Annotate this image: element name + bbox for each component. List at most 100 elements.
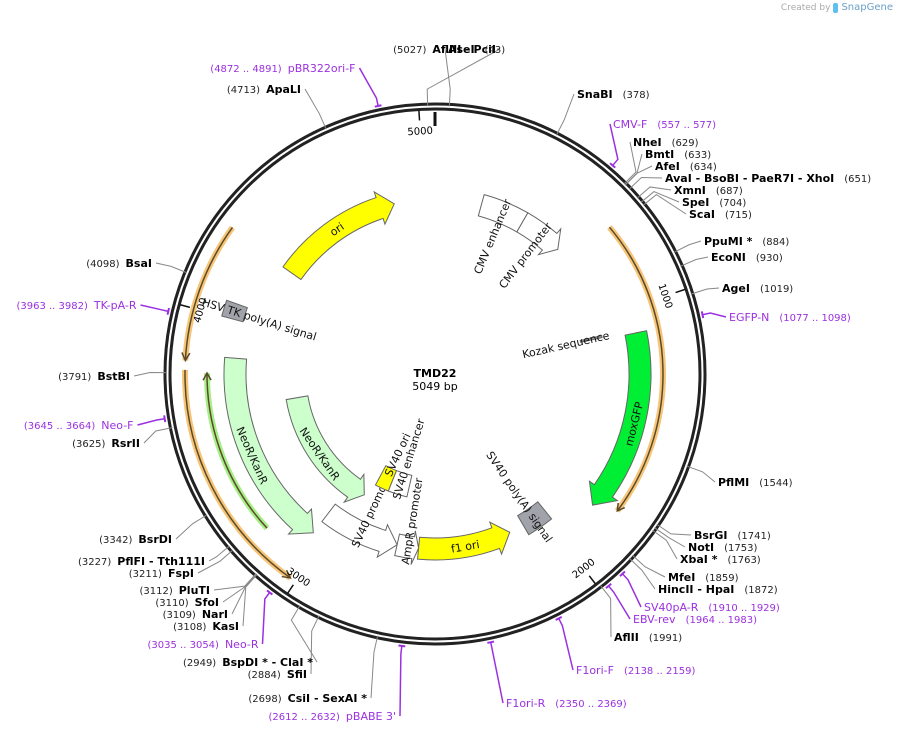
primer-neo-r[interactable]: (3035 .. 3054)Neo-R [148,589,274,651]
feature-neor-kanr[interactable]: NeoR/KanR [223,356,314,535]
label-position: (4098) [86,259,119,270]
svg-text:AgeI(1019): AgeI(1019) [722,282,793,295]
orf-arrow-green[interactable] [202,371,270,531]
enzyme-pflmi[interactable]: PflMI(1544) [686,465,793,489]
svg-text:F1ori-R(2350 .. 2369): F1ori-R(2350 .. 2369) [506,697,627,710]
backbone-outer [163,102,707,646]
label-position: (2949) [183,658,216,669]
feature-arrow[interactable] [516,212,562,256]
label-name: BsrDI [138,533,172,546]
svg-text:XbaI *(1763): XbaI *(1763) [680,553,761,566]
enzyme-econi[interactable]: EcoNI(930) [680,251,783,267]
label-position: (378) [623,90,650,101]
feature-neor-kanr[interactable]: NeoR/KanR [285,395,365,504]
label-position: (4872 .. 4891) [210,64,282,75]
primer-pbabe-3[interactable]: (2612 .. 2632)pBABE 3' [269,644,406,723]
enzyme-bstbi[interactable]: (3791)BstBI [58,370,168,383]
svg-text:AflII(1991): AflII(1991) [614,631,682,644]
enzyme-sfoi[interactable]: (3110) SfoI [155,573,257,609]
enzyme-xmni[interactable]: XmnI(687) [636,184,743,199]
enzyme-afei[interactable]: AfeI(634) [624,160,717,186]
primer-f1ori-r[interactable]: F1ori-R(2350 .. 2369) [487,640,627,710]
feature-kozak-sequence[interactable]: Kozak sequence [521,329,611,361]
feature-arrow[interactable] [588,330,652,506]
enzyme-bsrgi[interactable]: BsrGI(1741) [656,523,771,542]
svg-text:PflMI(1544): PflMI(1544) [718,476,793,489]
label-position: (930) [756,253,783,264]
enzyme-rsrii[interactable]: (3625)RsrII [72,427,173,450]
primer-f1ori-f[interactable]: F1ori-F(2138 .. 2159) [555,616,696,677]
feature-arrow[interactable] [579,334,603,343]
backbone-inner [168,107,702,641]
enzyme-aflii[interactable]: AflII(1991) [599,584,682,644]
enzyme-csii-sexai[interactable]: (2698)CsiI - SexAI * [248,635,379,705]
enzyme-bspdi-clai[interactable]: (2949)BspDI * - ClaI * [183,605,318,669]
label-position: (1741) [737,531,770,542]
label-position: (3963 .. 3982) [16,301,88,312]
svg-text:(3035 .. 3054)Neo-R: (3035 .. 3054)Neo-R [148,638,259,651]
feature-arrow[interactable] [285,395,365,504]
orf-arrow[interactable] [181,225,235,363]
feature-arrow[interactable] [516,501,553,536]
label-position: (1019) [760,284,793,295]
label-name: HincII - HpaI [658,583,734,596]
enzyme-pflfi-tth111i[interactable]: (3227)PflFI - Tth111I [78,545,230,568]
enzyme-agei[interactable]: AgeI(1019) [690,282,793,295]
label-name: F1ori-F [576,664,614,677]
label-name: SV40pA-R [644,601,699,614]
primer-sv40pa-r[interactable]: SV40pA-R(1910 .. 1929) [619,570,780,614]
enzyme-hincii-hpai[interactable]: HincII - HpaI (1872) [629,558,778,596]
orf-arrow[interactable] [182,369,293,581]
label-position: (3110) [155,598,188,609]
primer-neo-f[interactable]: (3645 .. 3664)Neo-F [24,415,167,432]
enzyme-ppumi[interactable]: PpuMI *(884) [673,235,790,253]
feature-arrow[interactable] [417,521,511,561]
label-position: (1753) [724,543,757,554]
label-name: NotI [688,541,714,554]
feature-arrow[interactable] [282,190,395,281]
label-name: KasI [212,620,239,633]
enzyme-scai[interactable]: ScaI(715) [642,193,752,221]
feature-arrow[interactable] [374,464,398,492]
enzyme-avai-bsobi-paer7i-xhoi[interactable]: AvaI - BsoBI - PaeR7I - XhoI(651) [628,172,871,190]
label-name: SfoI [195,596,219,609]
feature-moxgfp[interactable]: moxGFP [588,330,652,506]
label-position: (715) [725,210,752,221]
feature-hsv-tk-poly-a-signal[interactable]: HSV TK poly(A) signal [200,296,318,344]
enzyme-mfei[interactable]: MfeI(1859) [632,554,739,584]
enzyme-apali[interactable]: (4713)ApaLI [227,83,327,130]
feature-arrow[interactable] [321,503,398,559]
enzyme-asei[interactable]: AseI(43) [444,43,505,107]
primer-ebv-rev[interactable]: EBV-rev(1964 .. 1983) [605,583,757,626]
enzyme-bsrdi[interactable]: (3342)BsrDI [99,514,208,546]
primer-egfp-n[interactable]: EGFP-N(1077 .. 1098) [700,311,851,324]
enzyme-sfii[interactable]: (2884)SfiI [248,615,320,681]
label-name: BstBI [97,370,130,383]
feature-f1-ori[interactable]: f1 ori [417,521,511,561]
enzyme-bsai[interactable]: (4098)BsaI [86,257,188,274]
feature-arrow[interactable] [221,299,249,323]
enzyme-spei[interactable]: SpeI(704) [640,190,746,209]
primer-pbr322ori-f[interactable]: (4872 .. 4891) pBR322ori-F [210,62,382,108]
enzyme-nhei[interactable]: NheI(629) [623,136,699,185]
feature-arrow[interactable] [223,356,314,535]
label-name: pBR322ori-F [288,62,356,75]
enzyme-snabi[interactable]: SnaBI(378) [556,88,650,136]
primer-cmv-f[interactable]: CMV-F(557 .. 577) [609,118,716,169]
enzyme-noti[interactable]: NotI (1753) [654,527,758,554]
label-position: (3109) [163,610,196,621]
feature-ori[interactable]: ori [282,190,395,281]
enzyme-fspi[interactable]: (3211)FspI [129,549,234,580]
label-name: AflIII - PciI [432,43,496,56]
label-name: SfiI [287,668,307,681]
orf-arrow[interactable] [607,225,666,513]
label-name: MfeI [668,571,695,584]
enzyme-afliii-pcii[interactable]: (5027)AflIII - PciI [393,43,501,107]
feature-label: HSV TK poly(A) signal [200,296,318,344]
label-position: (1872) [744,585,777,596]
svg-text:AseI(43): AseI(43) [448,43,505,56]
primer-tk-pa-r[interactable]: (3963 .. 3982)TK-pA-R [16,299,171,315]
enzyme-xbai[interactable]: XbaI *(1763) [652,529,761,566]
enzyme-pluti[interactable]: (3112)PluTI [139,573,257,597]
label-position: (2698) [248,694,281,705]
